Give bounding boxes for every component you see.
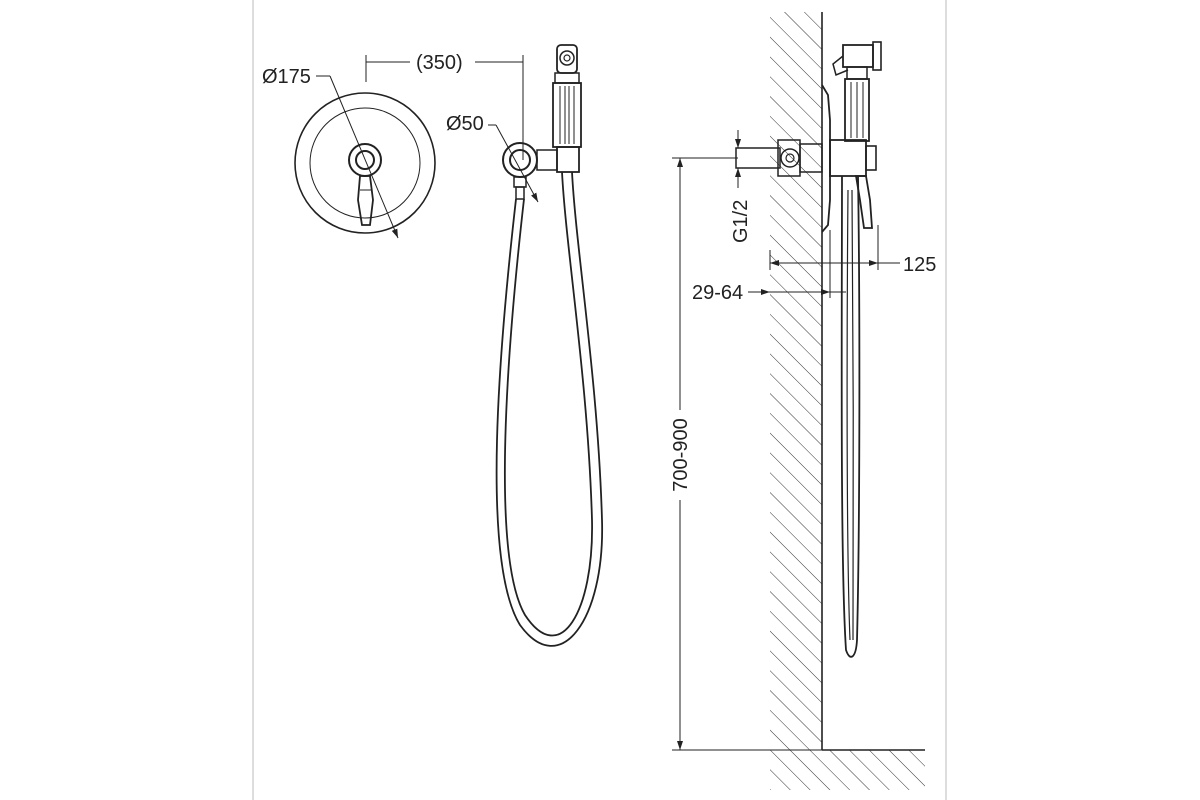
wall-plate-inner xyxy=(309,107,421,219)
plate-diameter-label: Ø175 xyxy=(262,66,311,88)
front-view-mixer: Ø175 xyxy=(262,66,436,239)
wall-plate-profile xyxy=(821,84,831,233)
mount-height-label: 700-900 xyxy=(670,418,692,491)
hose-connector xyxy=(513,176,527,188)
holder-arm xyxy=(536,149,558,171)
side-mixer-body xyxy=(829,139,867,177)
handshower-grip xyxy=(552,82,582,148)
holder-diameter-leader xyxy=(495,124,539,203)
front-view-holder: Ø50 xyxy=(446,44,603,647)
side-handshower-grip xyxy=(844,78,870,142)
wall-plate-outer xyxy=(294,92,436,234)
mixer-lever xyxy=(357,175,374,226)
holder-ring-inner xyxy=(509,149,531,171)
floor-section xyxy=(770,750,925,790)
holder-diameter-label: Ø50 xyxy=(446,113,484,135)
holder-clamp xyxy=(556,146,580,173)
side-view: G1/2 125 29-64 700-900 xyxy=(670,12,936,790)
thread-label: G1/2 xyxy=(730,200,752,243)
wall-section xyxy=(770,12,822,750)
wall-depth-label: 29-64 xyxy=(692,282,743,304)
depth-total-label: 125 xyxy=(903,254,936,276)
side-handshower-head xyxy=(842,44,874,68)
mixer-cap xyxy=(355,150,375,170)
plate-diameter-leader xyxy=(329,75,399,239)
projection-dimension: (350) xyxy=(365,52,524,160)
side-hose xyxy=(840,175,861,658)
projection-label: (350) xyxy=(416,52,463,74)
side-mixer-lever xyxy=(854,175,873,229)
handshower-nozzle xyxy=(559,50,575,66)
hose-loop xyxy=(495,171,603,647)
handshower xyxy=(552,44,582,148)
